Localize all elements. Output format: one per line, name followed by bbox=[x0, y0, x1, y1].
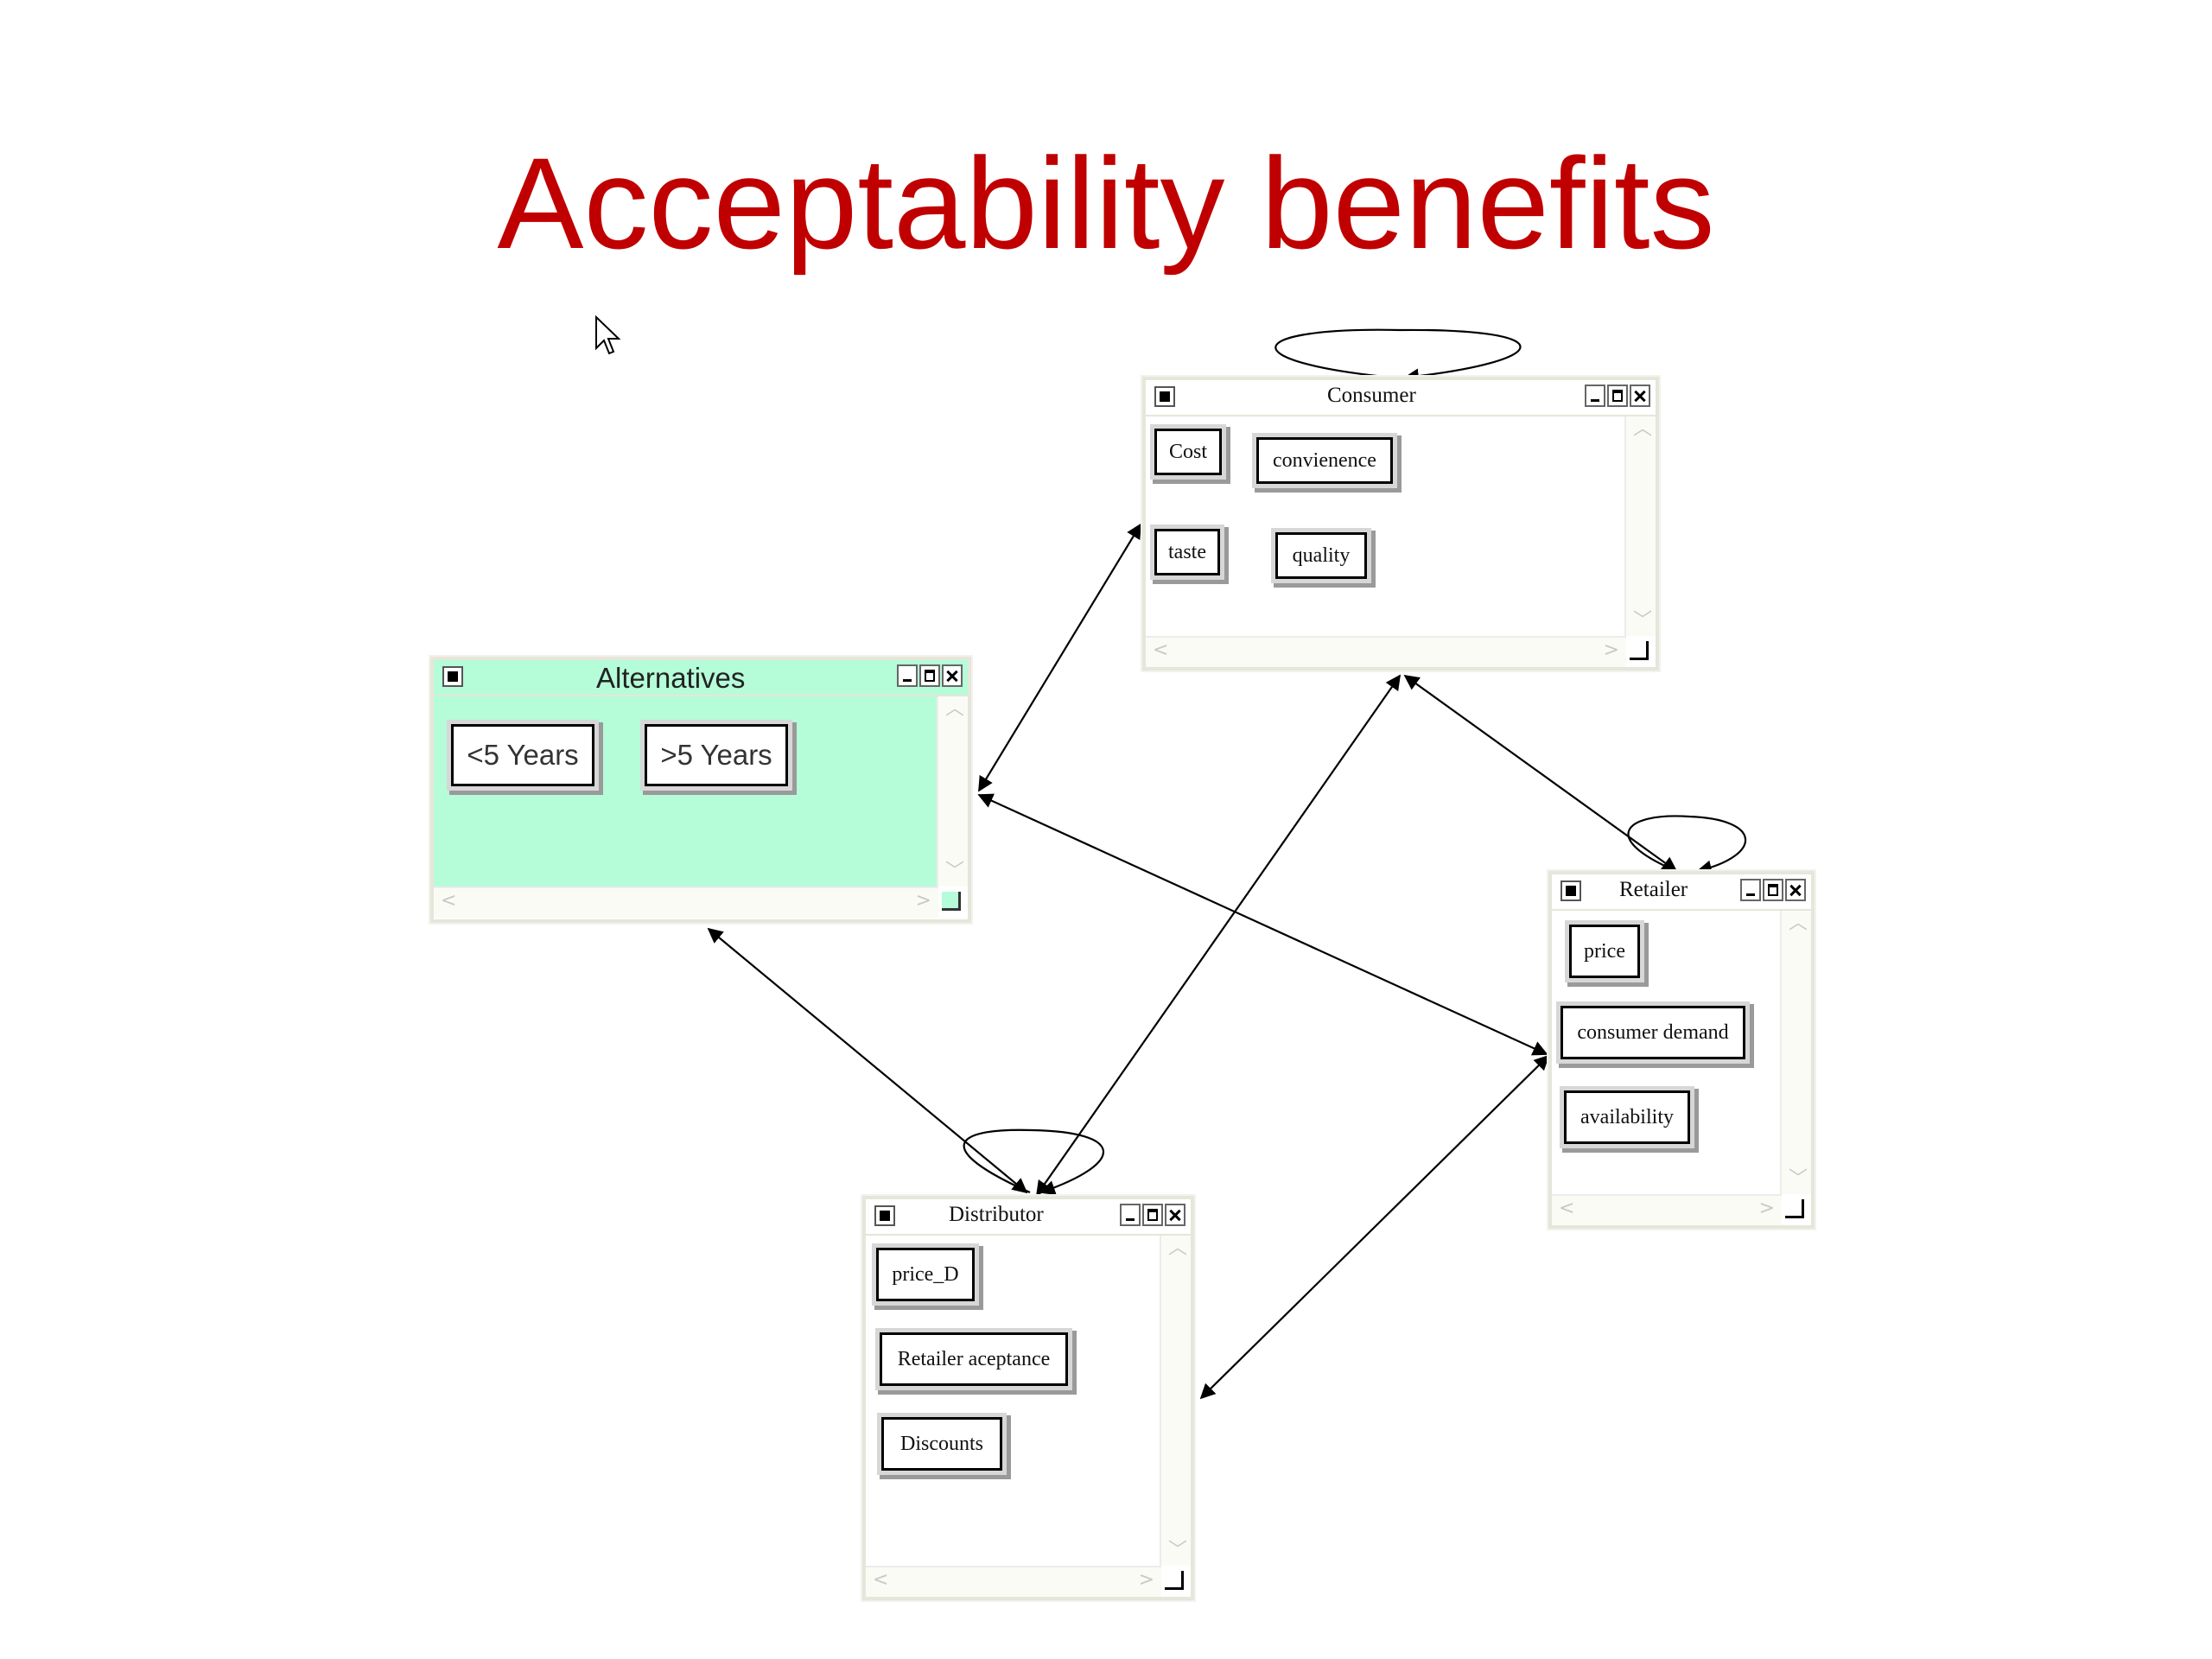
window-canvas[interactable]: Cost convienence taste quality bbox=[1146, 416, 1624, 636]
close-icon[interactable] bbox=[1165, 1204, 1185, 1226]
title-bar[interactable]: Distributor bbox=[866, 1199, 1191, 1236]
system-menu-icon[interactable] bbox=[1154, 386, 1175, 407]
horizontal-scrollbar[interactable]: < > bbox=[434, 887, 938, 918]
close-icon[interactable] bbox=[1630, 385, 1650, 407]
title-bar[interactable]: Retailer bbox=[1552, 874, 1811, 911]
maximize-icon[interactable] bbox=[1142, 1204, 1163, 1226]
consumer-window[interactable]: Consumer Cost convienence taste quality … bbox=[1142, 377, 1659, 671]
system-menu-icon[interactable] bbox=[442, 666, 463, 687]
node-retailer-aceptance[interactable]: Retailer aceptance bbox=[880, 1332, 1068, 1386]
resize-grip-icon[interactable] bbox=[1165, 1571, 1184, 1590]
resize-grip-icon[interactable] bbox=[1785, 1199, 1804, 1218]
link-alternatives-consumer bbox=[978, 523, 1141, 792]
close-icon[interactable] bbox=[942, 664, 963, 687]
link-alternatives-distributor bbox=[707, 927, 1028, 1194]
horizontal-scrollbar[interactable]: < > bbox=[1146, 636, 1626, 667]
link-consumer-distributor bbox=[1035, 674, 1402, 1197]
node-taste[interactable]: taste bbox=[1154, 529, 1220, 575]
node-cost[interactable]: Cost bbox=[1154, 429, 1222, 475]
title-bar[interactable]: Consumer bbox=[1146, 380, 1656, 416]
system-menu-icon[interactable] bbox=[1560, 880, 1581, 901]
horizontal-scrollbar[interactable]: < > bbox=[866, 1566, 1161, 1597]
window-canvas[interactable]: price_D Retailer aceptance Discounts bbox=[866, 1236, 1160, 1566]
self-loop-distributor bbox=[963, 1128, 1104, 1196]
close-icon[interactable] bbox=[1785, 879, 1806, 901]
minimize-icon[interactable] bbox=[1740, 879, 1761, 901]
distributor-window[interactable]: Distributor price_D Retailer aceptance D… bbox=[862, 1196, 1194, 1600]
node-availability[interactable]: availability bbox=[1564, 1090, 1690, 1144]
maximize-icon[interactable] bbox=[1607, 385, 1628, 407]
resize-grip-icon[interactable] bbox=[1630, 641, 1649, 660]
pointer-cursor-icon bbox=[595, 315, 621, 355]
link-consumer-retailer bbox=[1403, 674, 1678, 873]
window-title: Alternatives bbox=[596, 662, 746, 694]
window-canvas[interactable]: price consumer demand availability bbox=[1552, 911, 1780, 1194]
self-loop-consumer bbox=[1274, 328, 1522, 385]
maximize-icon[interactable] bbox=[1763, 879, 1783, 901]
self-loop-retailer bbox=[1627, 815, 1747, 875]
vertical-scrollbar[interactable]: ︿ ﹀ bbox=[937, 696, 968, 887]
window-title: Distributor bbox=[949, 1203, 1044, 1226]
node-consumer-demand[interactable]: consumer demand bbox=[1560, 1006, 1745, 1059]
node-convienence[interactable]: convienence bbox=[1256, 437, 1393, 484]
title-bar[interactable]: Alternatives bbox=[434, 660, 968, 696]
minimize-icon[interactable] bbox=[1585, 385, 1605, 407]
minimize-icon[interactable] bbox=[1120, 1204, 1141, 1226]
node-quality[interactable]: quality bbox=[1275, 532, 1367, 579]
slide-title: Acceptability benefits bbox=[497, 130, 1715, 276]
maximize-icon[interactable] bbox=[919, 664, 940, 687]
link-retailer-distributor bbox=[1199, 1054, 1550, 1400]
node-less-than-5-years[interactable]: <5 Years bbox=[451, 724, 594, 786]
vertical-scrollbar[interactable]: ︿ ﹀ bbox=[1624, 416, 1656, 636]
window-canvas[interactable]: <5 Years >5 Years bbox=[434, 696, 937, 887]
window-title: Consumer bbox=[1327, 384, 1416, 407]
retailer-window[interactable]: Retailer price consumer demand availabil… bbox=[1548, 871, 1815, 1229]
vertical-scrollbar[interactable]: ︿ ﹀ bbox=[1780, 911, 1811, 1194]
vertical-scrollbar[interactable]: ︿ ﹀ bbox=[1160, 1236, 1191, 1566]
resize-grip-icon[interactable] bbox=[942, 892, 961, 911]
node-price-d[interactable]: price_D bbox=[876, 1248, 975, 1301]
node-price[interactable]: price bbox=[1569, 925, 1640, 978]
link-alternatives-retailer bbox=[977, 793, 1548, 1056]
system-menu-icon[interactable] bbox=[874, 1205, 895, 1226]
node-discounts[interactable]: Discounts bbox=[881, 1417, 1002, 1471]
minimize-icon[interactable] bbox=[897, 664, 918, 687]
alternatives-window[interactable]: Alternatives <5 Years >5 Years ︿ ﹀ < > bbox=[430, 657, 971, 923]
node-more-than-5-years[interactable]: >5 Years bbox=[645, 724, 788, 786]
window-title: Retailer bbox=[1619, 878, 1688, 901]
horizontal-scrollbar[interactable]: < > bbox=[1552, 1194, 1782, 1225]
